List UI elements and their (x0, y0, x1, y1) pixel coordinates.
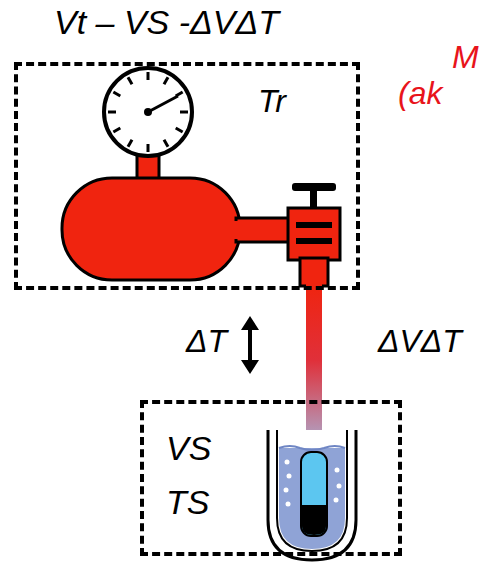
note-fragment: (ak (398, 76, 442, 111)
bubble (285, 460, 290, 465)
bubble (337, 484, 342, 489)
cryogen-liquid (279, 448, 345, 549)
delta-t-label: ΔT (186, 324, 227, 359)
dashed-region: Vt – VS -ΔVΔTTr (14, 62, 360, 290)
dewar-outer (268, 430, 356, 560)
valve-body (288, 208, 340, 260)
bubble (284, 488, 289, 493)
delta-t-arrow (248, 326, 252, 364)
gas-tank (62, 178, 240, 280)
sample (302, 505, 326, 535)
pipe-join (232, 221, 242, 239)
valve-seat (296, 238, 332, 244)
gauge-ticks (108, 72, 188, 152)
tick (128, 77, 132, 84)
gauge-pivot (144, 108, 152, 116)
bubble (286, 502, 291, 507)
valve-seat (296, 222, 332, 228)
tick (113, 92, 120, 96)
bubble (287, 474, 292, 479)
tick (108, 111, 116, 114)
temperature-label: Tr (258, 84, 286, 119)
arrow-heads (241, 316, 259, 374)
transfer-tube (306, 284, 322, 454)
valve-handle (292, 183, 336, 191)
note-fragment: M (452, 40, 479, 75)
bubbles (284, 460, 342, 507)
sample-cell (301, 452, 327, 536)
tick (164, 77, 168, 84)
tick (147, 144, 150, 152)
bubble (335, 468, 340, 473)
volume-heading: Vt – VS -ΔVΔT (54, 4, 279, 41)
volume-label: VS (166, 430, 211, 467)
temperature-label: TS (166, 484, 209, 521)
tick (176, 128, 183, 132)
tick (180, 111, 188, 114)
dewar-inner (277, 430, 347, 551)
tick (164, 140, 168, 147)
valve-outlet (300, 258, 328, 286)
tick (128, 140, 132, 147)
volume-change-label: ΔVΔT (378, 324, 462, 359)
pressure-gauge (104, 68, 192, 156)
gauge-needle (148, 96, 178, 112)
pipe (236, 218, 292, 242)
tick (147, 72, 150, 80)
tick (113, 128, 120, 132)
liquid-surface (279, 446, 345, 450)
bubble (334, 498, 339, 503)
dashed-region: VS TS (140, 400, 402, 556)
